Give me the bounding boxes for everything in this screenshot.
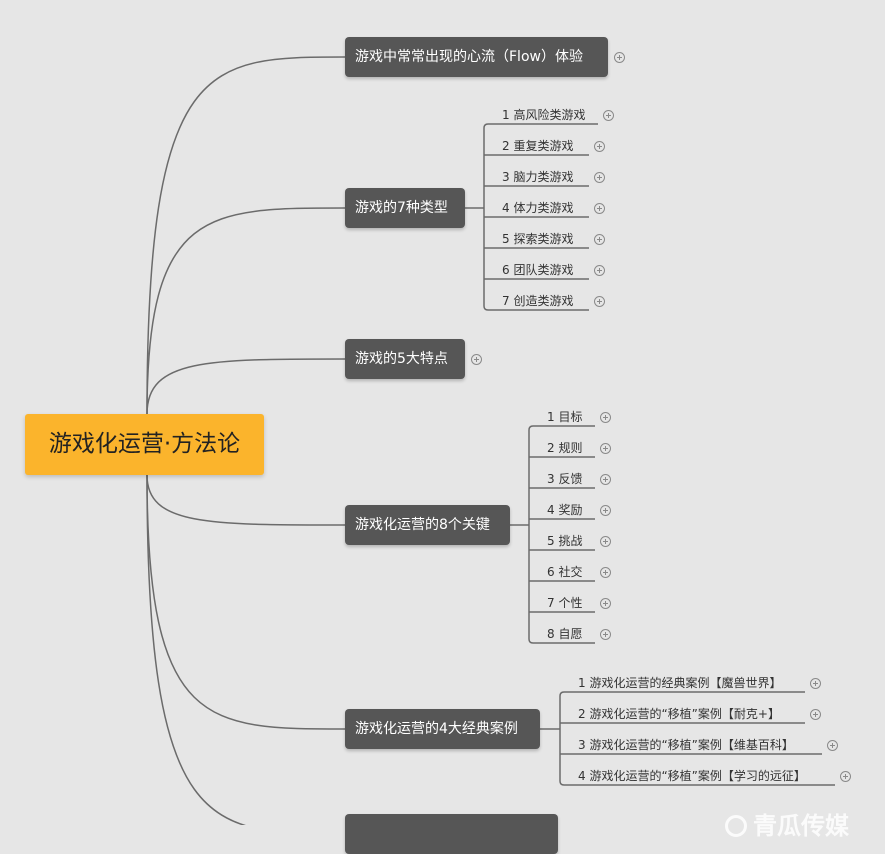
expand-icon[interactable] [594,203,605,214]
sub-topic[interactable]: 7 个性 [547,596,583,610]
expand-icon[interactable] [600,443,611,454]
sub-topic[interactable]: 3 游戏化运营的“移植”案例【维基百科】 [578,738,794,752]
connector-line [483,305,589,311]
expand-icon[interactable] [594,234,605,245]
sub-topic[interactable]: 4 奖励 [547,503,583,517]
branch-topic[interactable]: 游戏化运营的8个关键 [345,505,510,545]
expand-icon[interactable] [614,52,625,63]
branch-topic[interactable]: 游戏的7种类型 [345,188,465,228]
sub-topic[interactable]: 3 脑力类游戏 [502,170,574,184]
branch-topic[interactable]: 游戏中常常出现的心流（Flow）体验 [345,37,608,77]
connector-line [559,691,805,697]
sub-topic[interactable]: 6 社交 [547,565,583,579]
expand-icon[interactable] [840,771,851,782]
expand-icon[interactable] [594,141,605,152]
sub-topic[interactable]: 2 游戏化运营的“移植”案例【耐克+】 [578,707,780,721]
connector-line [146,358,346,415]
expand-icon[interactable] [827,740,838,751]
expand-icon[interactable] [603,110,614,121]
expand-icon[interactable] [600,598,611,609]
watermark-text: 青瓜传媒 [753,812,849,840]
expand-icon[interactable] [594,265,605,276]
expand-icon[interactable] [600,505,611,516]
expand-icon[interactable] [600,629,611,640]
connector-line [146,474,346,526]
sub-topic[interactable]: 8 自愿 [547,627,583,641]
mindmap-connectors [146,56,835,825]
sub-topic[interactable]: 1 目标 [547,410,583,424]
connector-line [146,474,247,825]
sub-topic[interactable]: 7 创造类游戏 [502,294,574,308]
sub-topic[interactable]: 1 高风险类游戏 [502,108,586,122]
expand-icon[interactable] [600,412,611,423]
root-topic[interactable]: 游戏化运营·方法论 [25,414,264,475]
branch-topic[interactable]: 游戏的5大特点 [345,339,465,379]
logo-icon [725,815,747,837]
sub-topic[interactable]: 5 挑战 [547,534,583,548]
connector-line [146,56,346,415]
expand-icon[interactable] [600,536,611,547]
expand-icon[interactable] [810,709,821,720]
sub-topic[interactable]: 2 规则 [547,441,583,455]
expand-icon[interactable] [600,474,611,485]
connector-line [483,123,598,129]
sub-topic[interactable]: 4 体力类游戏 [502,201,574,215]
connector-line [559,780,835,786]
sub-topic[interactable]: 4 游戏化运营的“移植”案例【学习的远征】 [578,769,806,783]
connector-line [146,474,346,730]
sub-topic[interactable]: 5 探索类游戏 [502,232,574,246]
sub-topic[interactable]: 3 反馈 [547,472,583,486]
expand-icon[interactable] [594,296,605,307]
branch-topic[interactable] [345,814,558,854]
expand-icon[interactable] [600,567,611,578]
connector-line [528,425,595,431]
branch-topic[interactable]: 游戏化运营的4大经典案例 [345,709,540,749]
watermark: 青瓜传媒 [725,806,849,841]
connector-line [146,207,346,415]
sub-topic[interactable]: 2 重复类游戏 [502,139,574,153]
expand-icon[interactable] [810,678,821,689]
expand-icon[interactable] [471,354,482,365]
expand-icon[interactable] [594,172,605,183]
connector-line [528,638,595,644]
sub-topic[interactable]: 6 团队类游戏 [502,263,574,277]
sub-topic[interactable]: 1 游戏化运营的经典案例【魔兽世界】 [578,676,782,690]
